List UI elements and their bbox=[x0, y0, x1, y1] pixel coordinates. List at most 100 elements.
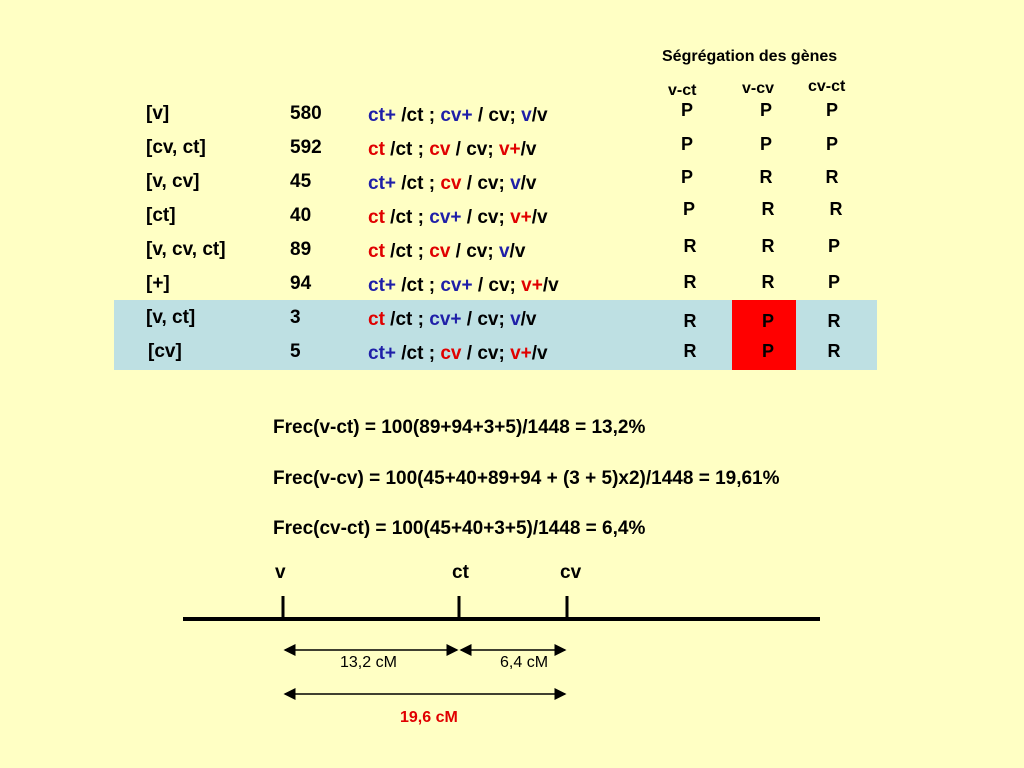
allele-segment: /v bbox=[542, 275, 559, 296]
count-cell: 40 bbox=[290, 205, 312, 226]
phenotype-cell: [+] bbox=[146, 273, 170, 294]
allele-segment: / cv; bbox=[461, 173, 511, 194]
allele-segment: /v bbox=[520, 309, 537, 330]
segregation-cell: P bbox=[682, 199, 695, 219]
segregation-cell: R bbox=[759, 167, 773, 187]
count-cell: 94 bbox=[290, 273, 312, 294]
allele-segment: v bbox=[498, 241, 510, 262]
allele-segment: cv+ bbox=[429, 207, 462, 228]
segregation-cell: R bbox=[829, 199, 843, 219]
segregation-cell: P bbox=[680, 134, 693, 154]
segregation-cell: R bbox=[761, 199, 775, 219]
allele-segment: cv bbox=[429, 139, 451, 160]
allele-segment: cv bbox=[440, 173, 462, 194]
allele-segment: cv bbox=[429, 241, 451, 262]
segregation-cell: R bbox=[761, 272, 775, 292]
locus-label-ct: ct bbox=[452, 562, 469, 583]
allele-segment: ct bbox=[368, 207, 385, 228]
segregation-cell: P bbox=[759, 134, 772, 154]
allele-segment: v bbox=[510, 309, 521, 330]
phenotype-cell: [v, cv] bbox=[146, 171, 200, 192]
allele-segment: /ct ; bbox=[396, 275, 441, 296]
segregation-cell: P bbox=[825, 134, 838, 154]
segregation-cell: R bbox=[827, 341, 841, 361]
segregation-cell: R bbox=[683, 311, 697, 331]
allele-segment: /ct ; bbox=[396, 173, 441, 194]
count-cell: 580 bbox=[290, 103, 322, 124]
allele-segment: v bbox=[521, 105, 532, 126]
locus-label-cv: cv bbox=[560, 562, 582, 583]
count-cell: 45 bbox=[290, 171, 312, 192]
segregation-cell: P bbox=[825, 100, 838, 120]
segregation-cell: P bbox=[827, 236, 840, 256]
allele-segment: /ct ; bbox=[384, 207, 430, 228]
formula-v-ct: Frec(v-ct) = 100(89+94+3+5)/1448 = 13,2% bbox=[273, 417, 646, 438]
allele-segment: ct+ bbox=[368, 105, 396, 126]
segregation-cell: P bbox=[827, 272, 840, 292]
genotype-cell: ct /ct ; cv+ / cv; v+/v bbox=[368, 207, 548, 229]
phenotype-cell: [cv] bbox=[148, 341, 182, 362]
segregation-cell: R bbox=[761, 236, 775, 256]
allele-segment: /v bbox=[520, 139, 537, 160]
allele-segment: ct bbox=[368, 309, 385, 330]
genotype-cell: ct /ct ; cv / cv; v+/v bbox=[368, 139, 537, 161]
segregation-cell: P bbox=[680, 167, 693, 187]
allele-segment: /v bbox=[509, 241, 526, 262]
segregation-cell: P bbox=[759, 100, 772, 120]
allele-segment: /ct ; bbox=[384, 241, 430, 262]
allele-segment: ct+ bbox=[368, 275, 396, 296]
formula-v-cv: Frec(v-cv) = 100(45+40+89+94 + (3 + 5)x2… bbox=[273, 468, 780, 489]
genotype-cell: ct /ct ; cv / cv; v/v bbox=[368, 241, 525, 263]
count-cell: 3 bbox=[290, 307, 301, 328]
allele-segment: ct+ bbox=[368, 343, 396, 364]
genotype-cell: ct+ /ct ; cv / cv; v+/v bbox=[368, 343, 548, 365]
allele-segment: cv+ bbox=[440, 105, 473, 126]
allele-segment: /ct ; bbox=[384, 139, 430, 160]
allele-segment: ct bbox=[368, 139, 385, 160]
allele-segment: / cv; bbox=[461, 207, 511, 228]
formula-cv-ct: Frec(cv-ct) = 100(45+40+3+5)/1448 = 6,4% bbox=[273, 518, 646, 539]
highlight-cell bbox=[732, 300, 796, 370]
distance-label-ct-cv: 6,4 cM bbox=[500, 654, 549, 671]
allele-segment: ct+ bbox=[368, 173, 396, 194]
segregation-cell: R bbox=[683, 341, 697, 361]
genotype-cell: ct+ /ct ; cv / cv; v/v bbox=[368, 173, 537, 195]
allele-segment: / cv; bbox=[472, 275, 522, 296]
allele-segment: ct bbox=[368, 241, 385, 262]
allele-segment: v+ bbox=[510, 207, 532, 228]
allele-segment: v+ bbox=[521, 275, 543, 296]
allele-segment: /ct ; bbox=[384, 309, 430, 330]
allele-segment: cv+ bbox=[429, 309, 462, 330]
segregation-cell: R bbox=[825, 167, 839, 187]
phenotype-cell: [v, cv, ct] bbox=[146, 239, 226, 260]
count-cell: 5 bbox=[290, 341, 301, 362]
allele-segment: /v bbox=[531, 343, 548, 364]
segregation-cell: R bbox=[683, 272, 697, 292]
segregation-title: Ségrégation des gènes bbox=[662, 48, 838, 65]
count-cell: 89 bbox=[290, 239, 312, 260]
segregation-cell: P bbox=[680, 100, 693, 120]
locus-label-v: v bbox=[275, 562, 286, 583]
allele-segment: v+ bbox=[510, 343, 532, 364]
allele-segment: /ct ; bbox=[396, 105, 441, 126]
allele-segment: / cv; bbox=[461, 309, 511, 330]
allele-segment: /ct ; bbox=[396, 343, 441, 364]
allele-segment: cv bbox=[440, 343, 462, 364]
allele-segment: / cv; bbox=[450, 241, 499, 262]
genotype-cell: ct+ /ct ; cv+ / cv; v+/v bbox=[368, 275, 559, 297]
phenotype-cell: [v] bbox=[146, 103, 170, 124]
allele-segment: /v bbox=[531, 105, 548, 126]
col-header-v-cv: v-cv bbox=[742, 80, 775, 97]
allele-segment: / cv; bbox=[450, 139, 499, 160]
distance-label-v-ct: 13,2 cM bbox=[340, 654, 397, 671]
segregation-cell: R bbox=[683, 236, 697, 256]
genotype-cell: ct+ /ct ; cv+ / cv; v/v bbox=[368, 105, 548, 127]
segregation-cell: P bbox=[761, 341, 774, 361]
genotype-cell: ct /ct ; cv+ / cv; v/v bbox=[368, 309, 537, 331]
allele-segment: v+ bbox=[498, 139, 521, 160]
allele-segment: /v bbox=[520, 173, 537, 194]
distance-label-total: 19,6 cM bbox=[400, 709, 458, 726]
allele-segment: / cv; bbox=[472, 105, 522, 126]
allele-segment: / cv; bbox=[461, 343, 511, 364]
